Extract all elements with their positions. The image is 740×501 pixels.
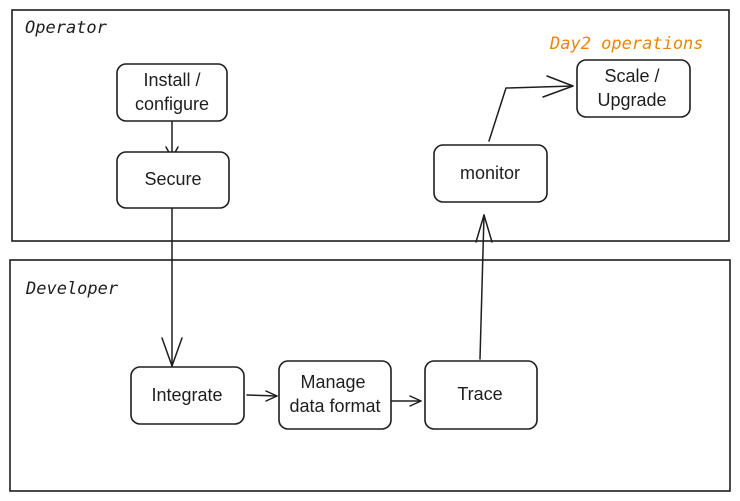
- node-integrate-label: Integrate: [151, 385, 222, 405]
- arrowhead-manage: [265, 390, 278, 402]
- node-install-configure-line2: configure: [135, 94, 209, 114]
- operator-lane-border: [11, 9, 730, 242]
- node-manage-data-format-line1: Manage: [300, 372, 365, 392]
- operator-lane: Operator: [11, 9, 730, 242]
- developer-lane-border: [9, 259, 731, 492]
- edge-integrate-to-manage: [246, 394, 278, 397]
- node-scale-upgrade: Scale / Upgrade: [576, 59, 691, 118]
- node-monitor-box: [433, 144, 548, 203]
- node-manage-data-format-line2: data format: [289, 396, 380, 416]
- node-install-configure-line1: Install /: [143, 70, 200, 90]
- node-manage-data-format: Manage data format: [278, 360, 392, 430]
- arrowhead-trace: [409, 395, 422, 407]
- developer-lane-title: Developer: [25, 279, 119, 299]
- node-scale-upgrade-box: [576, 59, 691, 118]
- developer-lane: Developer: [9, 259, 731, 492]
- node-trace-box: [424, 360, 538, 430]
- node-integrate: Integrate: [130, 366, 245, 425]
- node-monitor: monitor: [433, 144, 548, 203]
- node-trace-label: Trace: [457, 384, 502, 404]
- day2-operations-label: Day2 operations: [549, 34, 704, 54]
- node-secure-label: Secure: [144, 169, 201, 189]
- node-scale-upgrade-line1: Scale /: [604, 66, 659, 86]
- arrowhead-monitor: [475, 214, 493, 243]
- edges: [161, 75, 574, 407]
- node-install-configure-box: [116, 63, 228, 122]
- operator-lane-title: Operator: [25, 18, 108, 38]
- node-secure-box: [116, 151, 230, 209]
- node-scale-upgrade-line2: Upgrade: [597, 90, 666, 110]
- node-monitor-label: monitor: [460, 163, 520, 183]
- node-integrate-box: [130, 366, 245, 425]
- node-install-configure: Install / configure: [116, 63, 228, 122]
- node-secure: Secure: [116, 151, 230, 209]
- node-manage-data-format-box: [278, 360, 392, 430]
- edge-trace-to-monitor: [479, 214, 485, 360]
- arrowhead-integrate: [161, 337, 183, 367]
- node-trace: Trace: [424, 360, 538, 430]
- edge-monitor-to-scale: [488, 85, 574, 142]
- arrowhead-scale: [542, 75, 574, 98]
